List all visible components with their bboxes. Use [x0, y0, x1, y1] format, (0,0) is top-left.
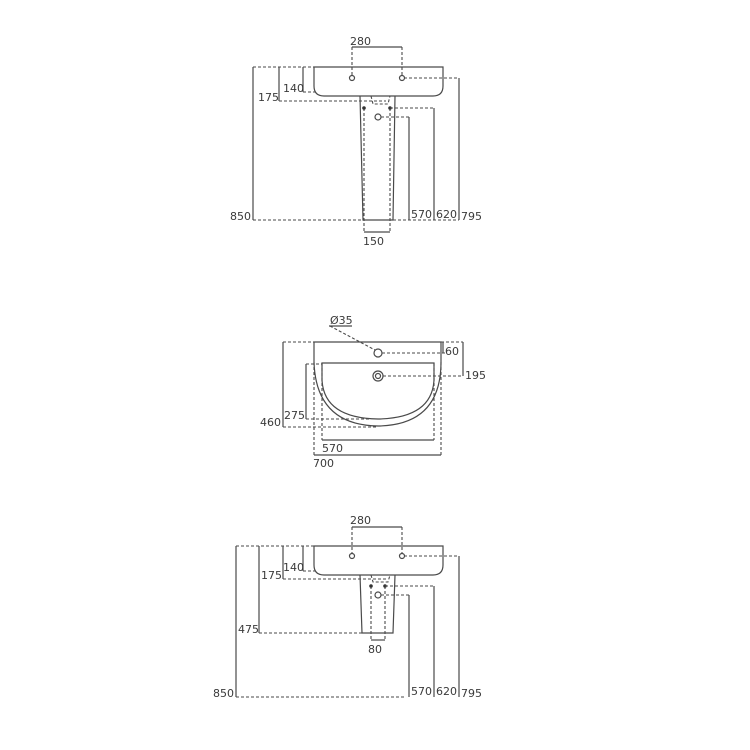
dim-bowl-depth: 275	[284, 409, 305, 422]
dim-basin-depth: 175	[258, 91, 279, 104]
dim-rim-height: 795	[461, 210, 482, 223]
dim-supply-height-2: 620	[436, 685, 457, 698]
tap-hole-left-2	[348, 552, 356, 560]
waste-outlet	[374, 113, 382, 121]
tap-hole-right	[398, 74, 406, 82]
dim-tap-hole-offset: 60	[445, 345, 459, 358]
dim-rim-thickness: 140	[283, 82, 304, 95]
basin-outline	[313, 66, 444, 97]
dim-tap-hole-diameter: Ø35	[330, 314, 353, 327]
basin-plan-outline	[313, 341, 442, 427]
dim-waste-height: 570	[411, 208, 432, 221]
tap-hole	[373, 348, 383, 358]
dim-supply-height: 620	[436, 208, 457, 221]
dim-overall-depth: 460	[260, 416, 281, 429]
dim-fixing-height-2: 850	[213, 687, 234, 700]
dim-bowl-width: 570	[322, 442, 343, 455]
dim-semi-pedestal-width: 80	[368, 643, 382, 656]
dim-rim-thickness-2: 140	[283, 561, 304, 574]
semi-pedestal-outline	[359, 574, 396, 634]
dim-tap-spacing-2: 280	[350, 514, 371, 527]
semi-pedestal-front-elevation: 280 80 570 620 795 850 475 140 175	[213, 514, 482, 700]
dim-semi-pedestal-height: 475	[238, 623, 259, 636]
waste-outlet-2	[374, 591, 382, 599]
basin-outline-2	[313, 545, 444, 576]
dim-tap-spacing: 280	[350, 35, 371, 48]
dim-basin-depth-2: 175	[261, 569, 282, 582]
tap-hole-right-2	[398, 552, 406, 560]
bowl-outline	[321, 362, 435, 420]
dim-waste-offset: 195	[465, 369, 486, 382]
pedestal-front-elevation: 280 150 570 620 795 850 140 175	[230, 35, 482, 248]
dim-overall-width: 700	[313, 457, 334, 470]
plan-view: Ø35 60 195 460 275 570 700	[260, 314, 486, 470]
tap-hole-left	[348, 74, 356, 82]
dim-fixing-height: 850	[230, 210, 251, 223]
dim-pedestal-width: 150	[363, 235, 384, 248]
pedestal-outline	[359, 95, 396, 221]
dim-rim-height-2: 795	[461, 687, 482, 700]
dim-waste-height-2: 570	[411, 685, 432, 698]
waste-outlet-plan	[372, 370, 384, 382]
